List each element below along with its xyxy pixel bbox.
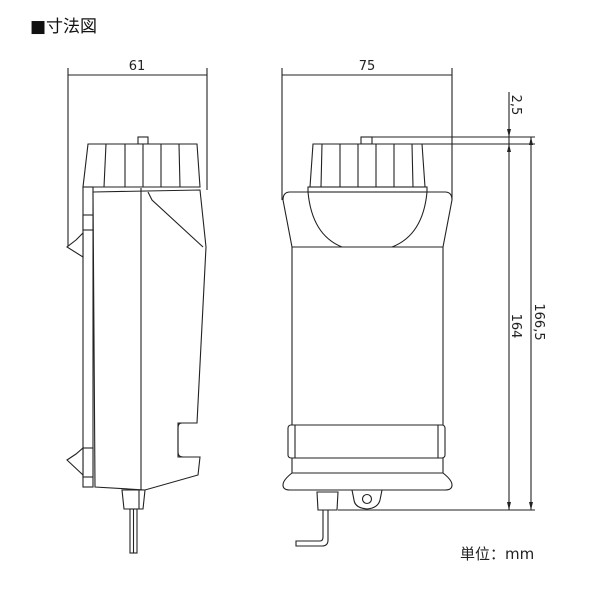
label-front-width: 75 (359, 59, 376, 74)
label-side-width: 61 (129, 59, 146, 74)
label-total-height: 166,5 (531, 303, 546, 340)
side-view (66, 68, 208, 554)
side-body (92, 189, 207, 491)
unit-label: 単位：mm (460, 545, 535, 563)
drawing-title: ■寸法図 (30, 17, 98, 37)
front-dial-cap (309, 143, 426, 188)
front-view (281, 68, 535, 547)
label-body-height: 164 (508, 314, 523, 339)
side-dial-cap (82, 143, 201, 188)
label-knob-height: 2,5 (508, 95, 523, 116)
